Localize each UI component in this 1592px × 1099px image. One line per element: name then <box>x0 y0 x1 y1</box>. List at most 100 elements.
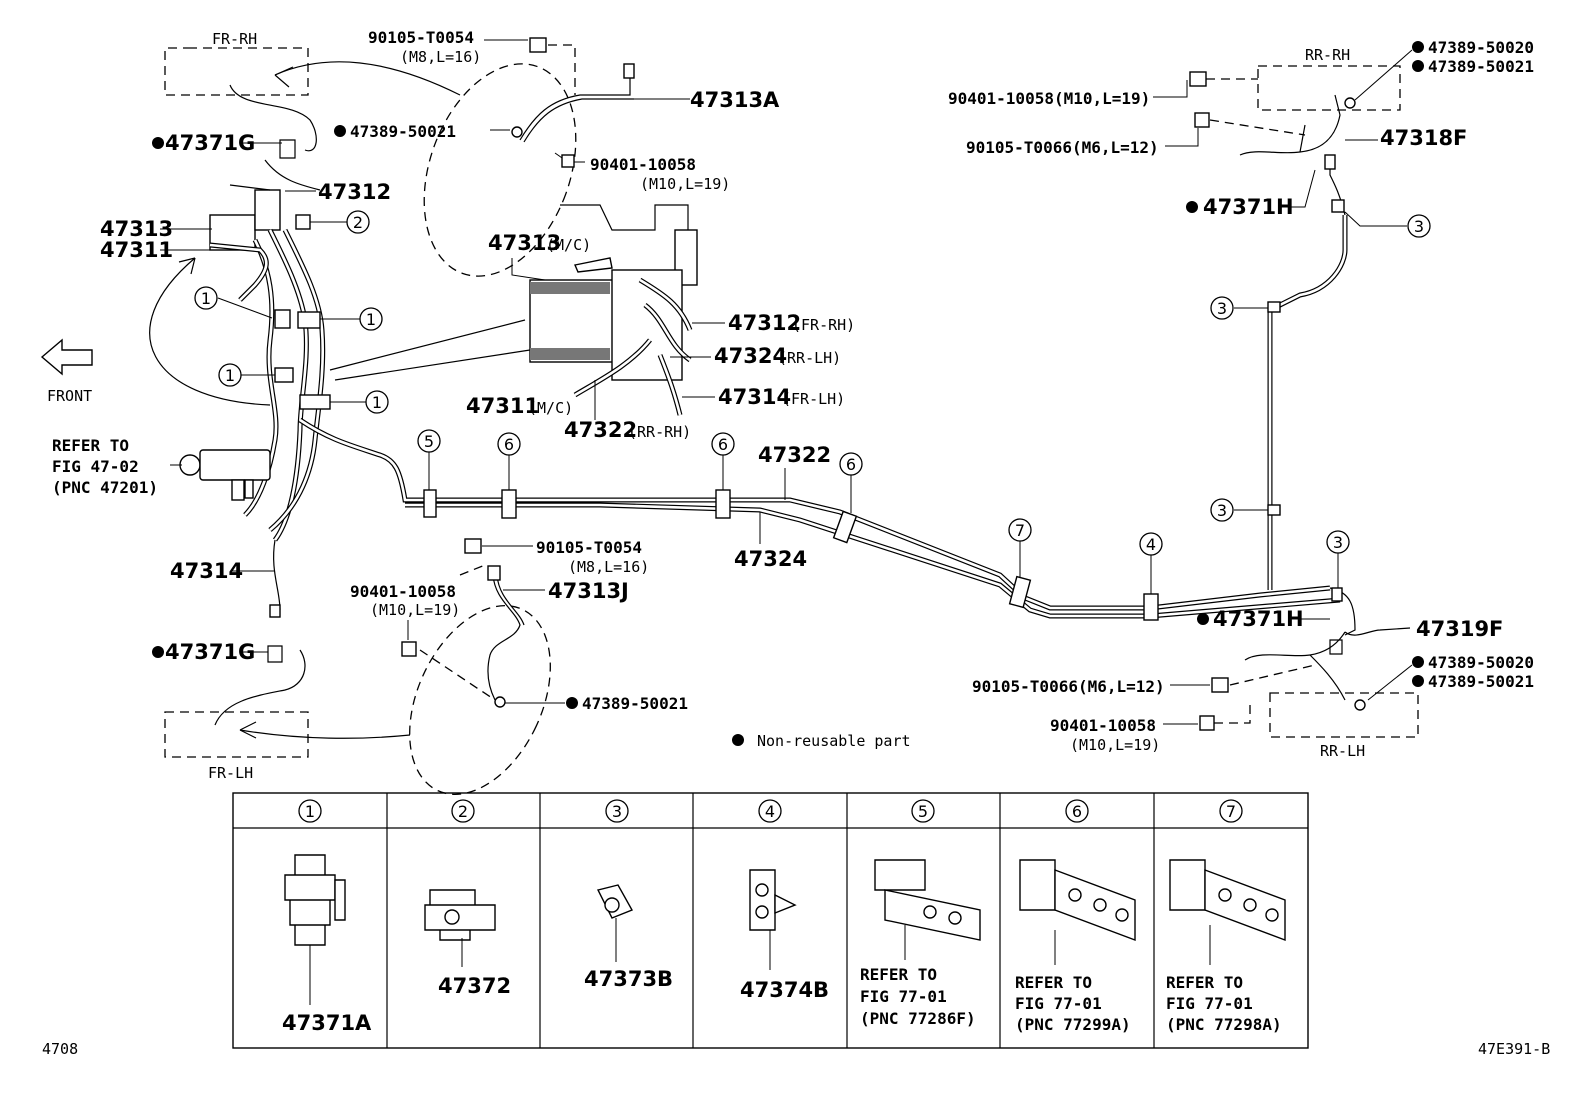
corner-left-label: 4708 <box>42 1040 78 1058</box>
svg-text:3: 3 <box>1217 299 1227 318</box>
part-47373b: 47373B <box>584 967 673 991</box>
lower-detail-ellipse <box>401 538 551 795</box>
clip-marker-3a: 3 <box>1326 530 1350 588</box>
callout-90401-10058-top: 90401-10058 <box>590 155 696 174</box>
front-label: FRONT <box>47 387 92 405</box>
clip-marker-7: 7 <box>1008 518 1032 578</box>
callout-47312: 47312 <box>318 180 391 204</box>
table-header-5: 5 <box>911 799 935 823</box>
callout-47371g-bottom: 47371G <box>165 640 255 664</box>
rr-lh-region: RR-LH <box>1199 627 1419 760</box>
callout-47319f: 47319F <box>1416 617 1503 641</box>
callout-47389-50021-top: 47389-50021 <box>350 122 456 141</box>
callout-47314: 47314 <box>170 559 243 583</box>
svg-text:6: 6 <box>504 435 514 454</box>
svg-text:2: 2 <box>353 213 363 232</box>
svg-text:1: 1 <box>225 366 235 385</box>
svg-text:1: 1 <box>201 289 211 308</box>
svg-text:3: 3 <box>1217 501 1227 520</box>
callout-47314-frlh: 47314 <box>718 385 791 409</box>
legend-non-reusable: Non-reusable part <box>757 732 911 750</box>
svg-text:6: 6 <box>1072 802 1082 821</box>
svg-text:1: 1 <box>305 802 315 821</box>
clip-77286f-icon <box>874 859 981 960</box>
svg-text:7: 7 <box>1226 802 1236 821</box>
part5-ref2: FIG 77-01 <box>860 987 947 1006</box>
rr-rh-region: RR-RH <box>1189 46 1401 170</box>
master-cylinder-detail <box>529 204 698 416</box>
refer-master-line2: FIG 47-02 <box>52 457 139 476</box>
clip-marker-3b: 3 <box>1210 498 1268 522</box>
callout-47318f: 47318F <box>1380 126 1467 150</box>
clip-marker-4: 4 <box>1139 532 1163 594</box>
clip-marker-6c: 6 <box>839 452 863 513</box>
master-cylinder-lines <box>149 159 600 618</box>
clip-47373b-icon <box>596 884 634 962</box>
part7-ref3: (PNC 77298A) <box>1166 1015 1282 1034</box>
part7-ref2: FIG 77-01 <box>1166 994 1253 1013</box>
clip-47372-icon <box>424 889 496 967</box>
callout-47314-frlh-spec: (FR-LH) <box>782 390 845 408</box>
rr-rh-label: RR-RH <box>1305 46 1350 64</box>
part-47372: 47372 <box>438 974 511 998</box>
callout-47322-rrrh: 47322 <box>564 418 637 442</box>
front-arrow-icon <box>40 338 93 376</box>
clip-marker-1d: 1 <box>330 390 389 414</box>
table-header-2: 2 <box>451 799 475 823</box>
callout-47389-50020-rr: 47389-50020 <box>1428 38 1534 57</box>
part7-ref1: REFER TO <box>1166 973 1243 992</box>
callout-47324-rrlh: 47324 <box>714 344 787 368</box>
table-header-1: 1 <box>298 799 322 823</box>
svg-text:3: 3 <box>1414 217 1424 236</box>
part5-ref3: (PNC 77286F) <box>860 1009 976 1028</box>
clip-77298a-icon <box>1169 859 1286 965</box>
callout-47371h-top: 47371H <box>1203 195 1294 219</box>
part6-ref3: (PNC 77299A) <box>1015 1015 1131 1034</box>
svg-text:7: 7 <box>1015 521 1025 540</box>
clip-marker-3d: 3 <box>1344 211 1431 238</box>
part5-ref1: REFER TO <box>860 965 937 984</box>
clip-47374b-icon <box>749 869 797 970</box>
part-47371a: 47371A <box>282 1011 372 1035</box>
part6-ref2: FIG 77-01 <box>1015 994 1102 1013</box>
table-header-7: 7 <box>1219 799 1243 823</box>
refer-master-line1: REFER TO <box>52 436 129 455</box>
part-47374b: 47374B <box>740 978 829 1002</box>
clip-marker-1c: 1 <box>218 363 275 387</box>
callout-47312-frrh-spec: (FR-RH) <box>792 316 855 334</box>
callout-47371g-top: 47371G <box>165 131 255 155</box>
callout-90105-t0054-bottom: 90105-T0054 <box>536 538 642 557</box>
rr-lh-label: RR-LH <box>1320 742 1365 760</box>
refer-master-line3: (PNC 47201) <box>52 478 158 497</box>
callout-90105-t0066-rr: 90105-T0066(M6,L=12) <box>966 138 1159 157</box>
callout-47313-mc: 47313 <box>488 231 561 255</box>
clip-77299a-icon <box>1019 859 1136 965</box>
svg-text:5: 5 <box>424 432 434 451</box>
callout-47313-mc-spec: (M/C) <box>546 236 591 254</box>
callout-90401-10058-bottom: 90401-10058 <box>350 582 456 601</box>
callout-47324-rrlh-spec: (RR-LH) <box>778 349 841 367</box>
table-header-4: 4 <box>758 799 782 823</box>
callout-47313j: 47313J <box>548 579 629 603</box>
main-rear-lines <box>405 160 1356 636</box>
clip-marker-1a: 1 <box>194 286 273 319</box>
svg-text:6: 6 <box>718 435 728 454</box>
callout-47324: 47324 <box>734 547 807 571</box>
callout-90401-10058-rl: 90401-10058 <box>1050 716 1156 735</box>
upper-detail-ellipse <box>423 37 690 277</box>
fr-rh-region: FR-RH <box>164 30 461 96</box>
callout-90401-10058-rl-spec: (M10,L=19) <box>1070 736 1160 754</box>
fr-lh-label: FR-LH <box>208 764 253 782</box>
svg-text:4: 4 <box>765 802 775 821</box>
parts-table: 1 2 3 4 5 6 7 47371A 47372 47373B <box>232 792 1309 1049</box>
svg-text:1: 1 <box>366 310 376 329</box>
svg-text:6: 6 <box>846 455 856 474</box>
callout-47311-mc-spec: (M/C) <box>528 399 573 417</box>
fr-lh-region: FR-LH <box>164 645 411 782</box>
callout-47389-50021-bottom: 47389-50021 <box>582 694 688 713</box>
callout-47322: 47322 <box>758 443 831 467</box>
callout-90401-10058-bottom-spec: (M10,L=19) <box>370 601 460 619</box>
svg-text:2: 2 <box>458 802 468 821</box>
clip-marker-3c: 3 <box>1210 296 1268 320</box>
